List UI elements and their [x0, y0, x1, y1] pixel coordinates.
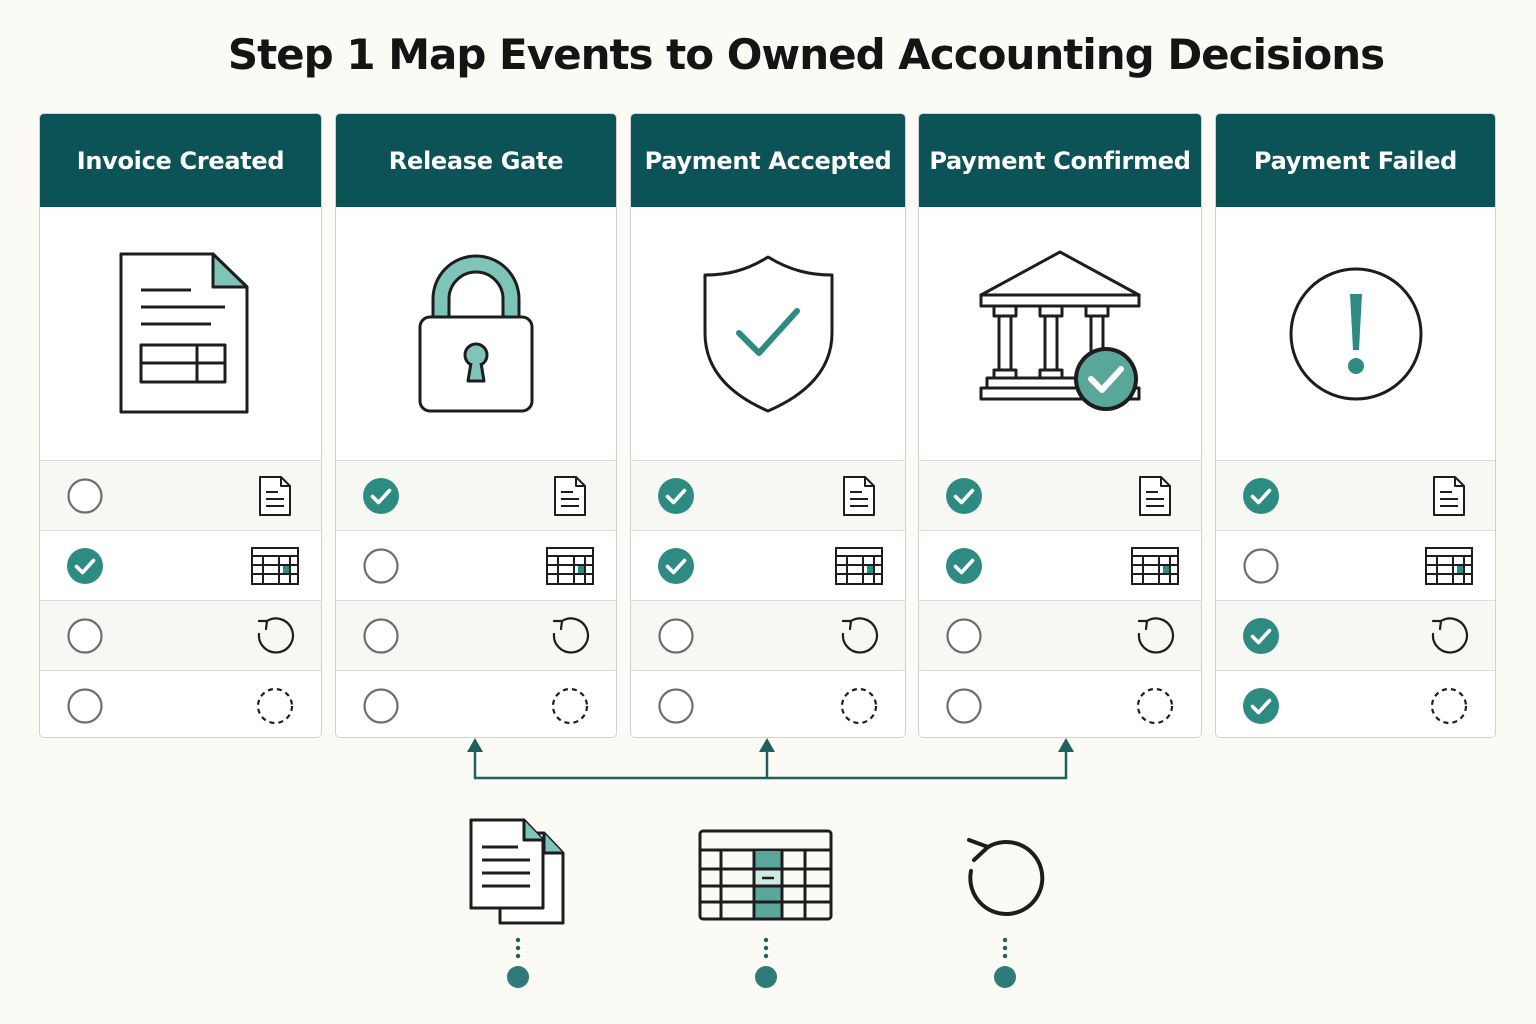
source-node-ledger: [755, 966, 777, 988]
event-title: Invoice Created: [40, 114, 321, 207]
source-node-refresh: [994, 966, 1016, 988]
dashed-circle-icon: [1129, 685, 1181, 727]
document-icon: [1129, 475, 1181, 517]
event-card-release-gate: Release Gate: [335, 113, 617, 738]
decision-row: [336, 531, 616, 601]
arrow-release-gate: [467, 738, 483, 752]
alert-icon: [1216, 207, 1495, 461]
checked-circle-icon[interactable]: [1243, 618, 1279, 654]
decision-row: [631, 461, 905, 531]
document-icon: [249, 475, 301, 517]
decision-row: [631, 601, 905, 671]
arrow-payment-confirmed: [1058, 738, 1074, 752]
decision-row: [631, 671, 905, 737]
decision-rows: [336, 461, 616, 737]
documents-icon: [469, 818, 565, 925]
decision-row: [919, 671, 1201, 737]
dashed-circle-icon: [833, 685, 885, 727]
document-icon: [833, 475, 885, 517]
refresh-icon: [1423, 615, 1475, 657]
spreadsheet-icon: [249, 545, 301, 587]
checked-circle-icon[interactable]: [363, 478, 399, 514]
decision-row: [336, 671, 616, 737]
checked-circle-icon[interactable]: [67, 548, 103, 584]
checked-circle-icon[interactable]: [658, 548, 694, 584]
unchecked-circle-icon[interactable]: [658, 618, 694, 654]
decision-row: [336, 601, 616, 671]
unchecked-circle-icon[interactable]: [363, 688, 399, 724]
ledger-table-icon: [698, 829, 833, 921]
event-card-invoice-created: Invoice Created: [39, 113, 322, 738]
arrow-payment-accepted: [759, 738, 775, 752]
checked-circle-icon[interactable]: [1243, 478, 1279, 514]
decision-row: [1216, 601, 1495, 671]
document-icon: [544, 475, 596, 517]
unchecked-circle-icon[interactable]: [1243, 548, 1279, 584]
source-node-documents: [507, 966, 529, 988]
unchecked-circle-icon[interactable]: [946, 688, 982, 724]
decision-row: [40, 601, 321, 671]
bank-check-icon: [919, 207, 1201, 461]
decision-row: [40, 461, 321, 531]
decision-row: [1216, 671, 1495, 737]
refresh-icon: [1129, 615, 1181, 657]
spreadsheet-icon: [544, 545, 596, 587]
dashed-circle-icon: [1423, 685, 1475, 727]
checked-circle-icon[interactable]: [1243, 688, 1279, 724]
unchecked-circle-icon[interactable]: [946, 618, 982, 654]
event-card-payment-failed: Payment Failed: [1215, 113, 1496, 738]
unchecked-circle-icon[interactable]: [363, 618, 399, 654]
checked-circle-icon[interactable]: [946, 478, 982, 514]
unchecked-circle-icon[interactable]: [658, 688, 694, 724]
refresh-icon: [967, 838, 1045, 916]
refresh-icon: [833, 615, 885, 657]
spreadsheet-icon: [1129, 545, 1181, 587]
invoice-icon: [40, 207, 321, 461]
refresh-icon: [544, 615, 596, 657]
shield-check-icon: [631, 207, 905, 461]
unchecked-circle-icon[interactable]: [67, 478, 103, 514]
event-card-payment-confirmed: Payment Confirmed: [918, 113, 1202, 738]
dashed-circle-icon: [544, 685, 596, 727]
checked-circle-icon[interactable]: [946, 548, 982, 584]
event-title: Release Gate: [336, 114, 616, 207]
decision-row: [919, 601, 1201, 671]
document-icon: [1423, 475, 1475, 517]
decision-row: [919, 531, 1201, 601]
decision-rows: [40, 461, 321, 737]
refresh-icon: [249, 615, 301, 657]
event-title: Payment Accepted: [631, 114, 905, 207]
unchecked-circle-icon[interactable]: [363, 548, 399, 584]
decision-rows: [631, 461, 905, 737]
padlock-icon: [336, 207, 616, 461]
decision-row: [40, 531, 321, 601]
spreadsheet-icon: [833, 545, 885, 587]
decision-row: [1216, 531, 1495, 601]
decision-rows: [919, 461, 1201, 737]
decision-row: [1216, 461, 1495, 531]
unchecked-circle-icon[interactable]: [67, 618, 103, 654]
event-card-payment-accepted: Payment Accepted: [630, 113, 906, 738]
checked-circle-icon[interactable]: [658, 478, 694, 514]
spreadsheet-icon: [1423, 545, 1475, 587]
dashed-circle-icon: [249, 685, 301, 727]
event-title: Payment Failed: [1216, 114, 1495, 207]
decision-row: [919, 461, 1201, 531]
unchecked-circle-icon[interactable]: [67, 688, 103, 724]
decision-row: [631, 531, 905, 601]
page-title: Step 1 Map Events to Owned Accounting De…: [227, 30, 1385, 79]
decision-row: [336, 461, 616, 531]
event-title: Payment Confirmed: [919, 114, 1201, 207]
decision-rows: [1216, 461, 1495, 737]
decision-row: [40, 671, 321, 737]
